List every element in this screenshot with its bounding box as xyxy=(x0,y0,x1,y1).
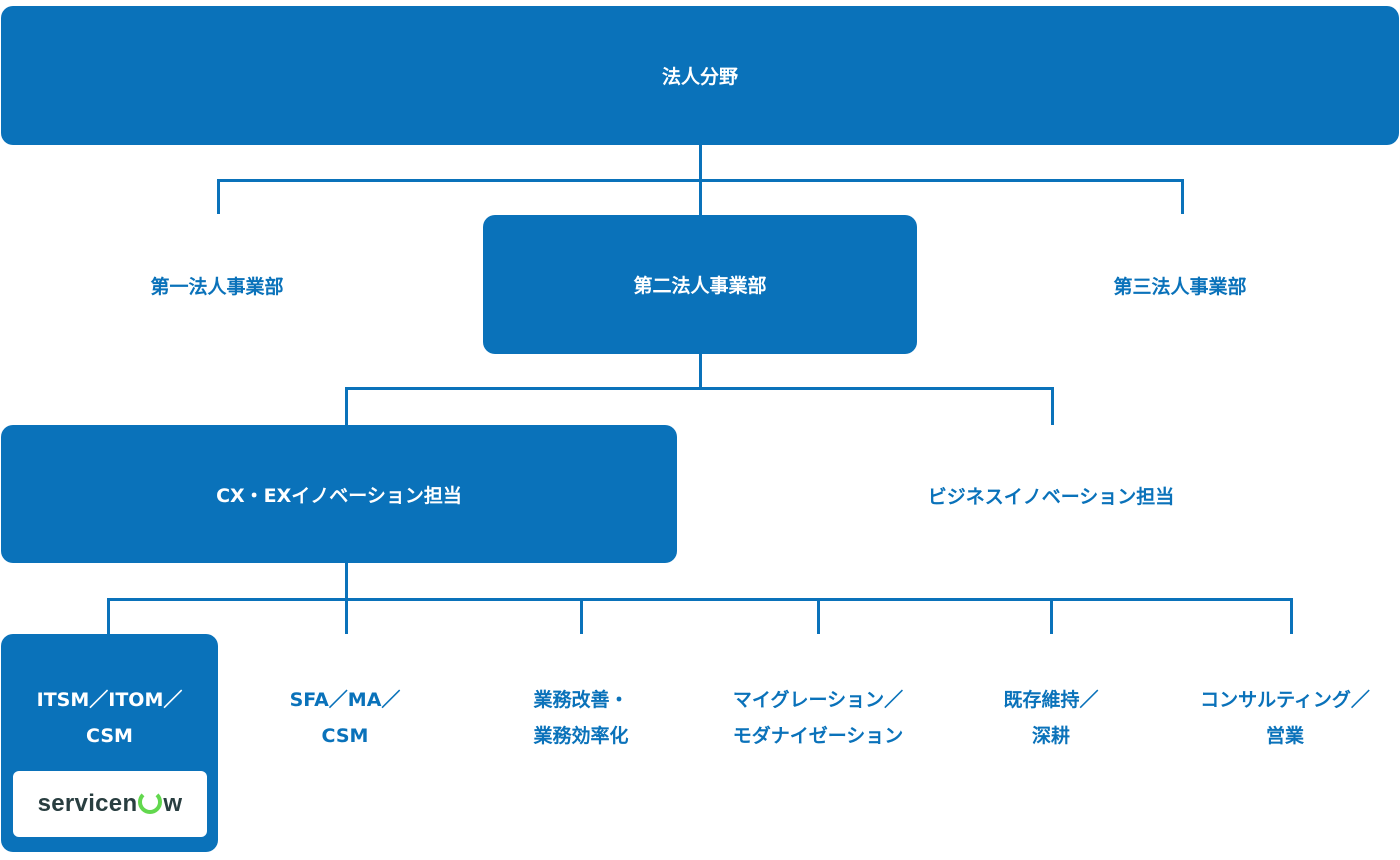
group-node-cx-ex-label: CX・EXイノベーション担当 xyxy=(216,484,462,507)
connector-division-2-down xyxy=(699,354,702,390)
connector-area-1 xyxy=(107,598,110,634)
connector-area-6 xyxy=(1290,598,1293,634)
area-node-itsm-line2: CSM xyxy=(86,725,133,747)
division-node-3: 第三法人事業部 xyxy=(1056,255,1304,315)
division-node-3-label: 第三法人事業部 xyxy=(1113,275,1247,298)
area-node-kizon-line2: 深耕 xyxy=(1031,725,1070,747)
servicenow-logo-text: servicen w xyxy=(38,790,183,818)
connector-divisions-bar xyxy=(217,179,1184,182)
area-node-sfa-line2: CSM xyxy=(321,725,369,747)
connector-area-2 xyxy=(345,598,348,634)
division-node-2: 第二法人事業部 xyxy=(483,215,917,354)
servicenow-logo-text-part1: servicen xyxy=(37,790,138,817)
area-node-gyomu-line1: 業務改善・ xyxy=(533,689,629,711)
area-node-itsm-line1: ITSM／ITOM／ xyxy=(36,689,183,711)
area-node-migration-line1: マイグレーション／ xyxy=(732,689,904,711)
area-node-sfa-line1: SFA／MA／ xyxy=(289,689,401,711)
division-node-1: 第一法人事業部 xyxy=(93,255,341,315)
connector-group-2 xyxy=(1051,387,1054,425)
division-node-1-label: 第一法人事業部 xyxy=(150,275,284,298)
connector-division-3 xyxy=(1181,179,1184,214)
connector-area-5 xyxy=(1050,598,1053,634)
division-node-2-label: 第二法人事業部 xyxy=(633,275,767,297)
connector-division-1 xyxy=(217,179,220,214)
area-node-migration-line2: モダナイゼーション xyxy=(732,725,904,747)
connector-groups-bar xyxy=(345,387,1054,390)
area-node-itsm-text: ITSM／ITOM／ CSM xyxy=(1,682,218,754)
root-node-label: 法人分野 xyxy=(661,66,738,88)
area-node-consulting: コンサルティング／ 営業 xyxy=(1172,682,1398,754)
group-node-business-label: ビジネスイノベーション担当 xyxy=(927,485,1175,508)
area-node-consulting-line1: コンサルティング／ xyxy=(1200,689,1370,711)
area-node-sfa: SFA／MA／ CSM xyxy=(245,682,445,754)
connector-group-1 xyxy=(345,387,348,425)
connector-areas-bar xyxy=(107,598,1293,601)
connector-area-3 xyxy=(580,598,583,634)
servicenow-o-icon xyxy=(138,790,163,814)
connector-group-1-down xyxy=(345,563,348,600)
connector-area-4 xyxy=(817,598,820,634)
area-node-kizon-line1: 既存維持／ xyxy=(1003,689,1099,711)
area-node-migration: マイグレーション／ モダナイゼーション xyxy=(700,682,936,754)
group-node-business: ビジネスイノベーション担当 xyxy=(880,465,1222,525)
area-node-kizon: 既存維持／ 深耕 xyxy=(955,682,1147,754)
area-node-gyomu: 業務改善・ 業務効率化 xyxy=(470,682,692,754)
area-node-consulting-line2: 営業 xyxy=(1265,725,1304,747)
servicenow-logo: servicen w xyxy=(13,771,207,837)
area-node-gyomu-line2: 業務効率化 xyxy=(533,725,629,747)
servicenow-logo-text-part2: w xyxy=(163,790,183,817)
group-node-cx-ex: CX・EXイノベーション担当 xyxy=(1,425,677,563)
area-node-itsm: ITSM／ITOM／ CSM servicen w xyxy=(1,634,218,852)
root-node: 法人分野 xyxy=(1,6,1399,145)
